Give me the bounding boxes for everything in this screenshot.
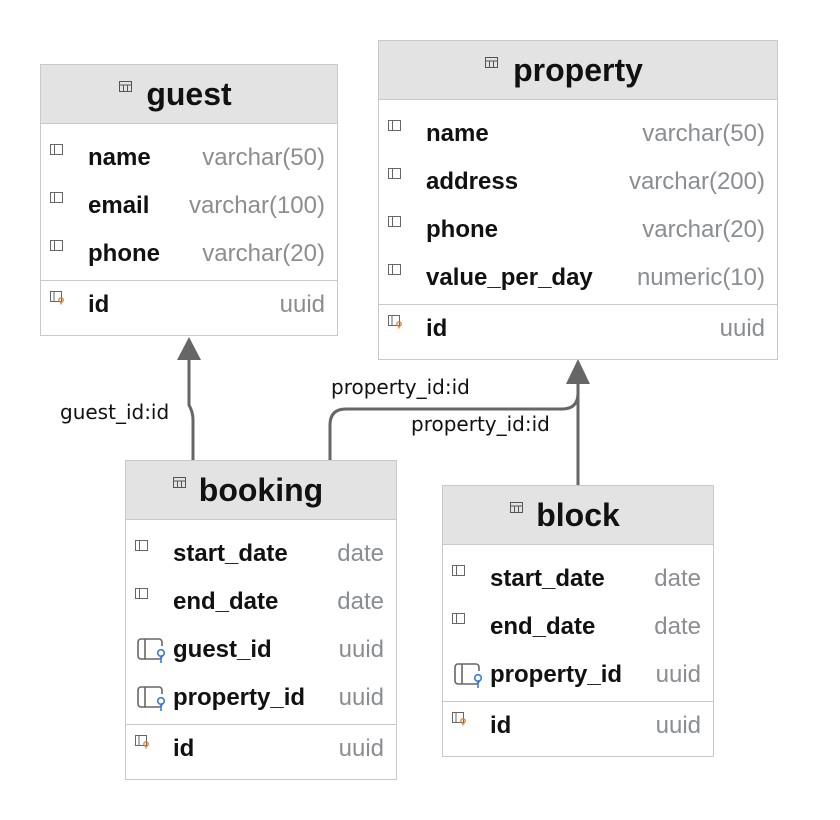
column-row[interactable]: name varchar(50) [379, 110, 777, 158]
relation-label-booking-property: property_id:id [331, 375, 470, 399]
primary-key-row[interactable]: id uuid [443, 702, 713, 750]
column-row[interactable]: start_date date [443, 555, 713, 603]
column-row[interactable]: email varchar(100) [41, 182, 337, 230]
foreign-key-row[interactable]: property_id uuid [443, 651, 713, 699]
column-name: start_date [490, 565, 605, 592]
column-name: phone [426, 216, 498, 243]
column-name: name [88, 144, 151, 171]
column-name: end_date [173, 588, 279, 615]
table-icon [173, 477, 186, 488]
column-icon [50, 192, 63, 203]
column-type: uuid [655, 661, 701, 688]
column-name: property_id [173, 684, 306, 711]
table-header: guest [41, 65, 337, 124]
column-type: date [654, 565, 701, 592]
column-row[interactable]: end_date date [443, 603, 713, 651]
table-title: block [536, 496, 620, 533]
relation-label-booking-guest: guest_id:id [60, 400, 170, 424]
column-type: uuid [719, 315, 765, 342]
column-icon [135, 540, 148, 551]
column-name: id [490, 712, 512, 739]
primary-key-row[interactable]: id uuid [126, 725, 396, 773]
column-name: start_date [173, 540, 288, 567]
primary-key-row[interactable]: id uuid [41, 281, 337, 329]
column-type: varchar(20) [642, 216, 765, 243]
primary-key-icon [135, 735, 149, 749]
column-icon [452, 613, 465, 624]
arrowhead-property [566, 359, 590, 384]
column-name: property_id [490, 661, 623, 688]
column-name: value_per_day [426, 264, 593, 291]
column-name: id [173, 735, 195, 762]
primary-key-row[interactable]: id uuid [379, 305, 777, 353]
table-title: guest [146, 75, 232, 112]
column-row[interactable]: end_date date [126, 578, 396, 626]
column-name: id [88, 291, 110, 318]
table-icon [485, 57, 498, 68]
table-icon [510, 502, 523, 513]
column-type: varchar(20) [202, 240, 325, 267]
column-row[interactable]: phone varchar(20) [41, 230, 337, 278]
column-type: varchar(200) [628, 168, 765, 195]
primary-key-icon [388, 315, 402, 329]
primary-key-icon [50, 291, 64, 305]
column-type: varchar(50) [642, 120, 765, 147]
foreign-key-row[interactable]: property_id uuid [126, 674, 396, 722]
column-type: numeric(10) [636, 264, 765, 291]
column-name: guest_id [173, 636, 272, 663]
foreign-key-icon [454, 663, 483, 688]
column-name: id [426, 315, 448, 342]
column-type: varchar(100) [188, 192, 325, 219]
table-title: property [513, 51, 643, 88]
relation-label-block-property: property_id:id [411, 412, 550, 436]
column-type: date [337, 540, 384, 567]
column-name: email [88, 192, 150, 219]
table-header: property [379, 41, 777, 100]
primary-key-icon [452, 712, 466, 726]
column-type: date [337, 588, 384, 615]
column-name: name [426, 120, 489, 147]
column-row[interactable]: start_date date [126, 530, 396, 578]
column-type: uuid [279, 291, 325, 318]
column-type: uuid [338, 684, 384, 711]
column-name: phone [88, 240, 160, 267]
column-type: uuid [338, 735, 384, 762]
table-guest[interactable]: guest name varchar(50) email varchar(100… [40, 64, 338, 336]
column-name: address [426, 168, 519, 195]
table-header: booking [126, 461, 396, 520]
table-title: booking [198, 471, 324, 508]
foreign-key-icon [137, 638, 166, 663]
column-row[interactable]: name varchar(50) [41, 134, 337, 182]
column-name: end_date [490, 613, 596, 640]
column-type: varchar(50) [202, 144, 325, 171]
column-icon [388, 216, 401, 227]
table-booking[interactable]: booking start_date date end_date date gu… [125, 460, 397, 780]
arrowhead-guest [177, 337, 201, 360]
column-icon [388, 168, 401, 179]
table-icon [119, 81, 132, 92]
column-row[interactable]: address varchar(200) [379, 158, 777, 206]
column-row[interactable]: phone varchar(20) [379, 206, 777, 254]
table-block[interactable]: block start_date date end_date date prop… [442, 485, 714, 757]
column-icon [388, 120, 401, 131]
column-row[interactable]: value_per_day numeric(10) [379, 254, 777, 302]
column-type: uuid [655, 712, 701, 739]
column-icon [452, 565, 465, 576]
column-icon [50, 240, 63, 251]
foreign-key-row[interactable]: guest_id uuid [126, 626, 396, 674]
column-icon [135, 588, 148, 599]
foreign-key-icon [137, 686, 166, 711]
column-icon [388, 264, 401, 275]
column-type: uuid [338, 636, 384, 663]
column-icon [50, 144, 63, 155]
column-type: date [654, 613, 701, 640]
relation-line-booking-guest[interactable] [187, 360, 195, 461]
table-header: block [443, 486, 713, 545]
table-property[interactable]: property name varchar(50) address varcha… [378, 40, 778, 360]
